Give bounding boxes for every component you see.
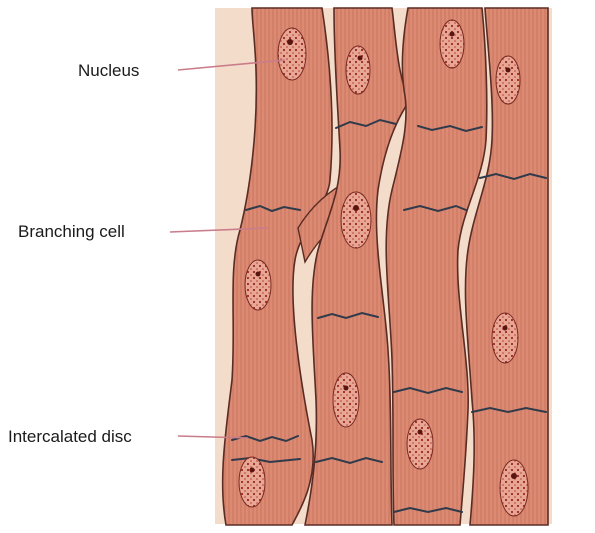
nucleus-4 [496, 56, 520, 104]
label-nucleus: Nucleus [78, 61, 139, 81]
nucleus-9 [407, 419, 433, 469]
nucleus-10 [239, 457, 265, 507]
label-branching-cell: Branching cell [18, 222, 125, 242]
nucleus-5 [341, 192, 371, 248]
nucleus-6 [245, 260, 271, 310]
nucleus-7 [492, 313, 518, 363]
nucleus-2 [346, 46, 370, 94]
nucleus-1 [278, 28, 306, 80]
nucleus-3 [440, 20, 464, 68]
label-intercalated-disc: Intercalated disc [8, 427, 132, 447]
nucleus-8 [333, 373, 359, 427]
nucleus-11 [500, 460, 528, 516]
